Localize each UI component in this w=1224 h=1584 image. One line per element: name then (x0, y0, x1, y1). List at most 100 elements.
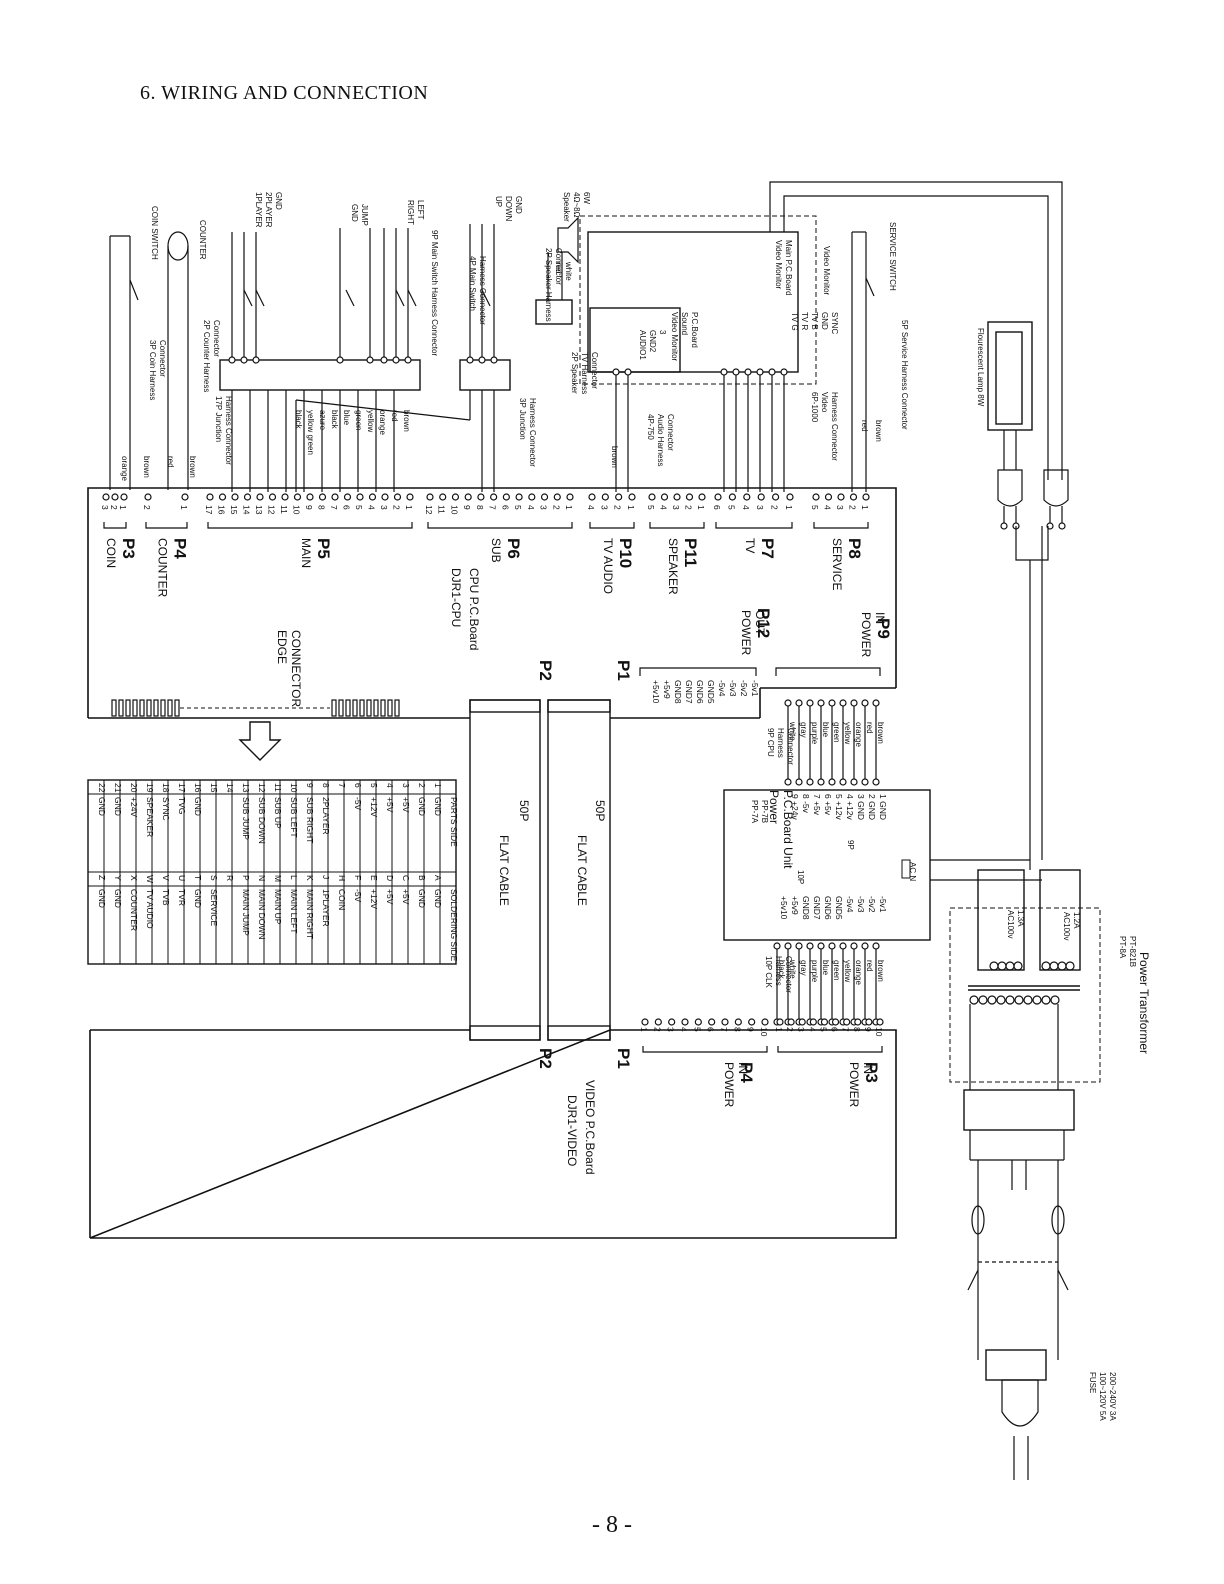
cpu-p2-label: P2 (536, 660, 555, 681)
cpu-P10-pin-number: 4 (586, 505, 596, 510)
transformer-model-label-line: PT-8A (1118, 936, 1127, 959)
video-power-pin (831, 1018, 840, 1026)
cpu-connector-id-P11-line: P11 (681, 538, 700, 567)
cpu-P6-pin-number: 4 (526, 505, 536, 510)
counter-harness-label-line: Connector (212, 320, 221, 357)
edge-table-header: PARTS SIDE (449, 797, 459, 847)
lamp-box (987, 321, 1033, 431)
audio-label-line: AUDIO1 (638, 330, 647, 360)
cpu-P6-pin-number: 1 (564, 505, 574, 510)
edge-table-cell: R (225, 875, 235, 881)
edge-table-cell: 9 (305, 783, 315, 788)
page-title: 6. WIRING AND CONNECTION (140, 82, 429, 104)
p9-harness-pin (850, 778, 858, 786)
cpu-P6-pin-number: 2 (551, 505, 561, 510)
cpu-P11-pin-number: 5 (646, 505, 656, 510)
cpu-P5-pin-number: 2 (392, 505, 402, 510)
cpu-P5-pin (231, 493, 239, 501)
coil-secondary (978, 995, 988, 1005)
video-power-pin-number: 5 (818, 1027, 828, 1032)
p9-harness-pin (839, 699, 847, 707)
power-unit-p9-line: 7 +5v (812, 794, 822, 816)
cpu-P5-pin (268, 493, 277, 501)
cpu-p12-id-line: P12 (754, 608, 773, 638)
main-switch (1057, 1269, 1069, 1291)
terminal-block (963, 1089, 1075, 1131)
video-power-pin-number: 10 (759, 1027, 769, 1037)
updown-switch (481, 289, 491, 307)
speaker-icon (557, 216, 579, 264)
power-unit-p10-line: -5v1 (878, 896, 888, 913)
cpu-connector-id-P8: P8 (845, 538, 864, 559)
cpu-P5-pin-number: 10 (292, 505, 302, 515)
cpu-P6-pin (528, 493, 536, 501)
cpu-p12-name-line: OUT (753, 610, 767, 636)
edge-finger (380, 699, 386, 717)
cpu-connector-id-P6-line: P6 (504, 538, 523, 559)
video-power-pin-number: 10 (874, 1027, 884, 1037)
cpu-P5-pin-number: 14 (242, 505, 252, 515)
edge-finger (111, 699, 117, 717)
cpu-P3-pin (111, 493, 119, 501)
p9-harness-pin (817, 778, 825, 786)
p9-harness-pin (828, 778, 836, 786)
plug-terminal (1000, 522, 1008, 530)
edge-table-cell: N (257, 875, 267, 881)
transformer-dashed (949, 907, 1101, 1083)
rightleft-label-line: LEFT (416, 200, 425, 220)
edge-table-cell: P (241, 875, 251, 881)
service5-label: 5P Service Harness Connector (900, 320, 909, 430)
plug-icon (1043, 469, 1069, 507)
video-power-brace (642, 1046, 768, 1053)
video-power-pin (798, 1018, 806, 1026)
cpu-p9-id: P9 (874, 618, 893, 639)
connector-brace (649, 522, 705, 529)
cpu-P8-pin-number: 1 (860, 505, 870, 510)
edge-finger (118, 699, 124, 717)
edge-table-cell: 13 (241, 783, 251, 793)
power-unit-9p: 9P (846, 840, 855, 850)
cpu-P5-pin-number: 6 (342, 505, 352, 510)
cpu-p12-id: P12 (754, 608, 773, 638)
edge-table-cell: GND (417, 889, 427, 908)
edge-table-cell: SERVICE (209, 889, 219, 926)
p9-harness-pin (795, 699, 803, 707)
video-p2-label-line: P2 (536, 1048, 555, 1069)
coil-secondary (969, 995, 979, 1005)
junction17-label-line: 17P Junction (214, 396, 223, 442)
speaker-label-line: Speaker (562, 192, 571, 222)
cpu-P8-pin (837, 493, 845, 501)
cpu-P5-pin-number: 3 (379, 505, 389, 510)
edge-table-cell: -5V (353, 889, 363, 903)
edge-table-cell: GND (113, 797, 123, 816)
edge-finger (338, 699, 344, 717)
video-board-outline (89, 1029, 897, 1239)
flat-cable-pins: 50P (593, 800, 607, 821)
clk-harness-pin (784, 942, 792, 950)
video-power-name-line: POWER (722, 1062, 736, 1108)
video-board-name-line: VIDEO P.C.Board (583, 1080, 597, 1175)
clk-wire-color: orange (854, 960, 863, 985)
cpu-P5-pin-number: 7 (329, 505, 339, 510)
cpu-P5-pin-number: 9 (304, 505, 314, 510)
main-wire-color: red (390, 410, 399, 422)
power-unit-9p-line: 9P (846, 840, 855, 850)
edge-table-header: SOLDERING SIDE (449, 889, 459, 962)
jump-switch (345, 289, 355, 307)
connector-brace (145, 522, 188, 529)
video-power-pin-number: 6 (830, 1027, 840, 1032)
cpu-P11-pin (660, 493, 669, 501)
cpu-connector-name-P6-line: SUB (489, 538, 503, 563)
cpu-P6-pin-number: 5 (513, 505, 523, 510)
cpu-P7-pin (757, 493, 765, 501)
monitor-pin (720, 368, 728, 376)
video-power-pin (748, 1018, 756, 1026)
edge-table-cell: +12V (369, 889, 379, 909)
